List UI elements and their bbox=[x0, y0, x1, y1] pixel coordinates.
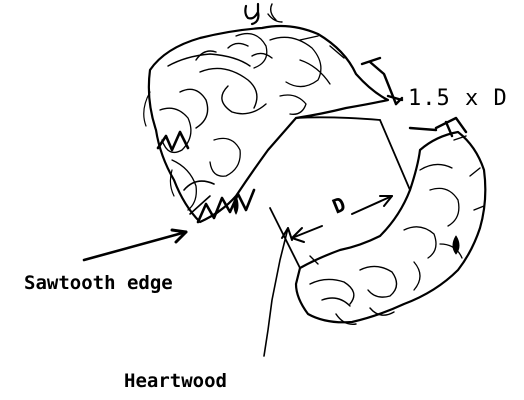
dimension-d-label: D bbox=[329, 192, 349, 219]
